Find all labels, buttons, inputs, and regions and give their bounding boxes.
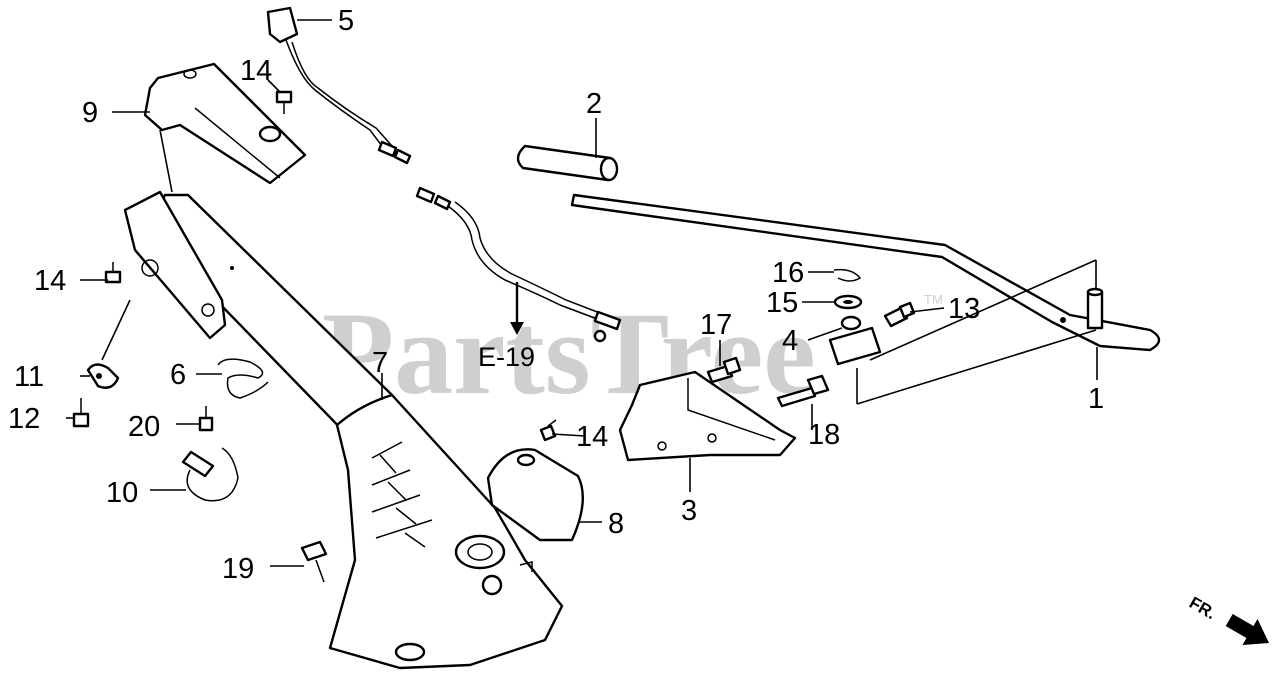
callout-4: 4 (782, 325, 798, 357)
callout-20: 20 (128, 411, 160, 443)
part-14-screw-left (104, 262, 122, 284)
part-15-washer (833, 294, 863, 310)
part-18-bolt (776, 374, 830, 408)
callout-8: 8 (608, 508, 624, 540)
part-12-bolt (72, 398, 90, 428)
leader-lines (66, 19, 1098, 567)
callout-18: 18 (808, 419, 840, 451)
callout-2: 2 (586, 88, 602, 120)
part-13-bolt (883, 301, 916, 328)
part-17-bolt (706, 356, 742, 384)
reference-arrow (510, 282, 524, 335)
part-2-grip (516, 144, 619, 182)
callout-labels: 1 2 3 4 5 6 7 8 9 10 11 12 13 14 14 14 1… (8, 5, 1104, 585)
reference-label: E-19 (478, 342, 535, 372)
callout-14-right: 14 (576, 421, 608, 453)
part-7-steering-column (123, 190, 564, 670)
callout-6: 6 (170, 359, 186, 391)
callout-14-left: 14 (34, 265, 66, 297)
part-19-bolt (300, 540, 328, 583)
part-9-upper-cover (143, 62, 307, 185)
callout-15: 15 (766, 287, 798, 319)
callout-16: 16 (772, 257, 804, 289)
leader-9-to-7 (159, 129, 173, 193)
part-5-switch-harness (266, 6, 622, 343)
front-direction-label: FR. (1186, 593, 1219, 623)
part-16-clip (833, 268, 862, 282)
callout-13: 13 (948, 293, 980, 325)
callout-3: 3 (681, 495, 697, 527)
callout-1: 1 (1088, 383, 1104, 415)
callout-14-top: 14 (240, 55, 272, 87)
callout-19: 19 (222, 553, 254, 585)
part-14-screw-top (275, 90, 293, 114)
part-11-cable-clamp (86, 363, 120, 389)
callout-9: 9 (82, 97, 98, 129)
part-14-screw-right (539, 419, 557, 442)
part-4-collar (828, 315, 882, 366)
part-8-cap (486, 448, 584, 542)
part-10-clamp (181, 447, 239, 502)
callout-7: 7 (372, 347, 388, 379)
callout-11: 11 (14, 361, 44, 393)
callout-12: 12 (8, 403, 40, 435)
part-20-screw (198, 406, 214, 432)
part-1-lever-rod (570, 193, 1161, 352)
watermark-trademark: TM (924, 292, 943, 307)
callout-10: 10 (106, 477, 138, 509)
front-direction-arrow-icon (1225, 613, 1270, 645)
callout-5: 5 (338, 5, 354, 37)
callout-17: 17 (700, 309, 732, 341)
part-6-clip (217, 358, 269, 399)
leader-11-to-7 (101, 299, 131, 361)
part-3-bracket (618, 370, 797, 462)
